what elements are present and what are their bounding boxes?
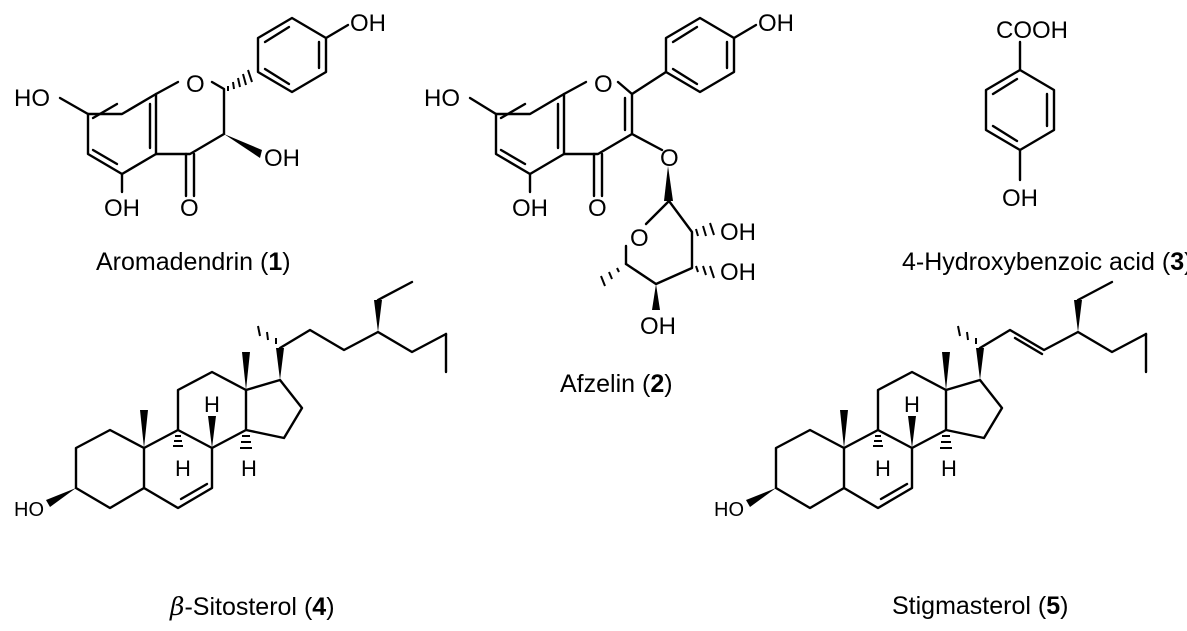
atom-label: O [630, 225, 649, 252]
structure-beta-sitosterol: H H H HO [14, 280, 448, 521]
atom-label: H [175, 456, 191, 481]
atom-label: H [241, 456, 257, 481]
atom-label: OH [1002, 185, 1038, 212]
atom-label: OH [720, 219, 756, 246]
atom-label: OH [512, 195, 548, 222]
atom-label: O [186, 71, 205, 98]
caption-4-hydroxybenzoic-acid: 4-Hydroxybenzoic acid (3) [902, 248, 1187, 276]
structure-4-hydroxybenzoic-acid: COOH OH [984, 17, 1068, 212]
structure-stigmasterol: H H H HO [714, 280, 1148, 521]
atom-label: O [588, 195, 607, 222]
atom-label: O [660, 145, 679, 172]
atom-label: HO [14, 499, 44, 521]
structure-aromadendrin: OH HO O OH OH O [14, 10, 386, 222]
atom-label: OH [720, 259, 756, 286]
atom-label: O [594, 71, 613, 98]
atom-label: HO [424, 85, 460, 112]
atom-label: OH [350, 10, 386, 37]
atom-label: HO [14, 85, 50, 112]
atom-label: HO [714, 499, 744, 521]
caption-stigmasterol: Stigmasterol (5) [892, 592, 1069, 620]
atom-label: H [941, 456, 957, 481]
atom-label: OH [104, 195, 140, 222]
caption-aromadendrin: Aromadendrin (1) [96, 248, 291, 276]
atom-label: H [904, 392, 920, 417]
atom-label: H [875, 456, 891, 481]
atom-label: OH [264, 145, 300, 172]
atom-label: OH [640, 313, 676, 340]
atom-label: O [180, 195, 199, 222]
atom-label: OH [758, 10, 794, 37]
caption-afzelin: Afzelin (2) [560, 370, 673, 398]
atom-label: H [204, 392, 220, 417]
structure-afzelin: OH HO O O OH O O OH OH OH [424, 10, 794, 340]
atom-label: COOH [996, 17, 1068, 44]
caption-beta-sitosterol: β-Sitosterol (4) [170, 592, 335, 621]
